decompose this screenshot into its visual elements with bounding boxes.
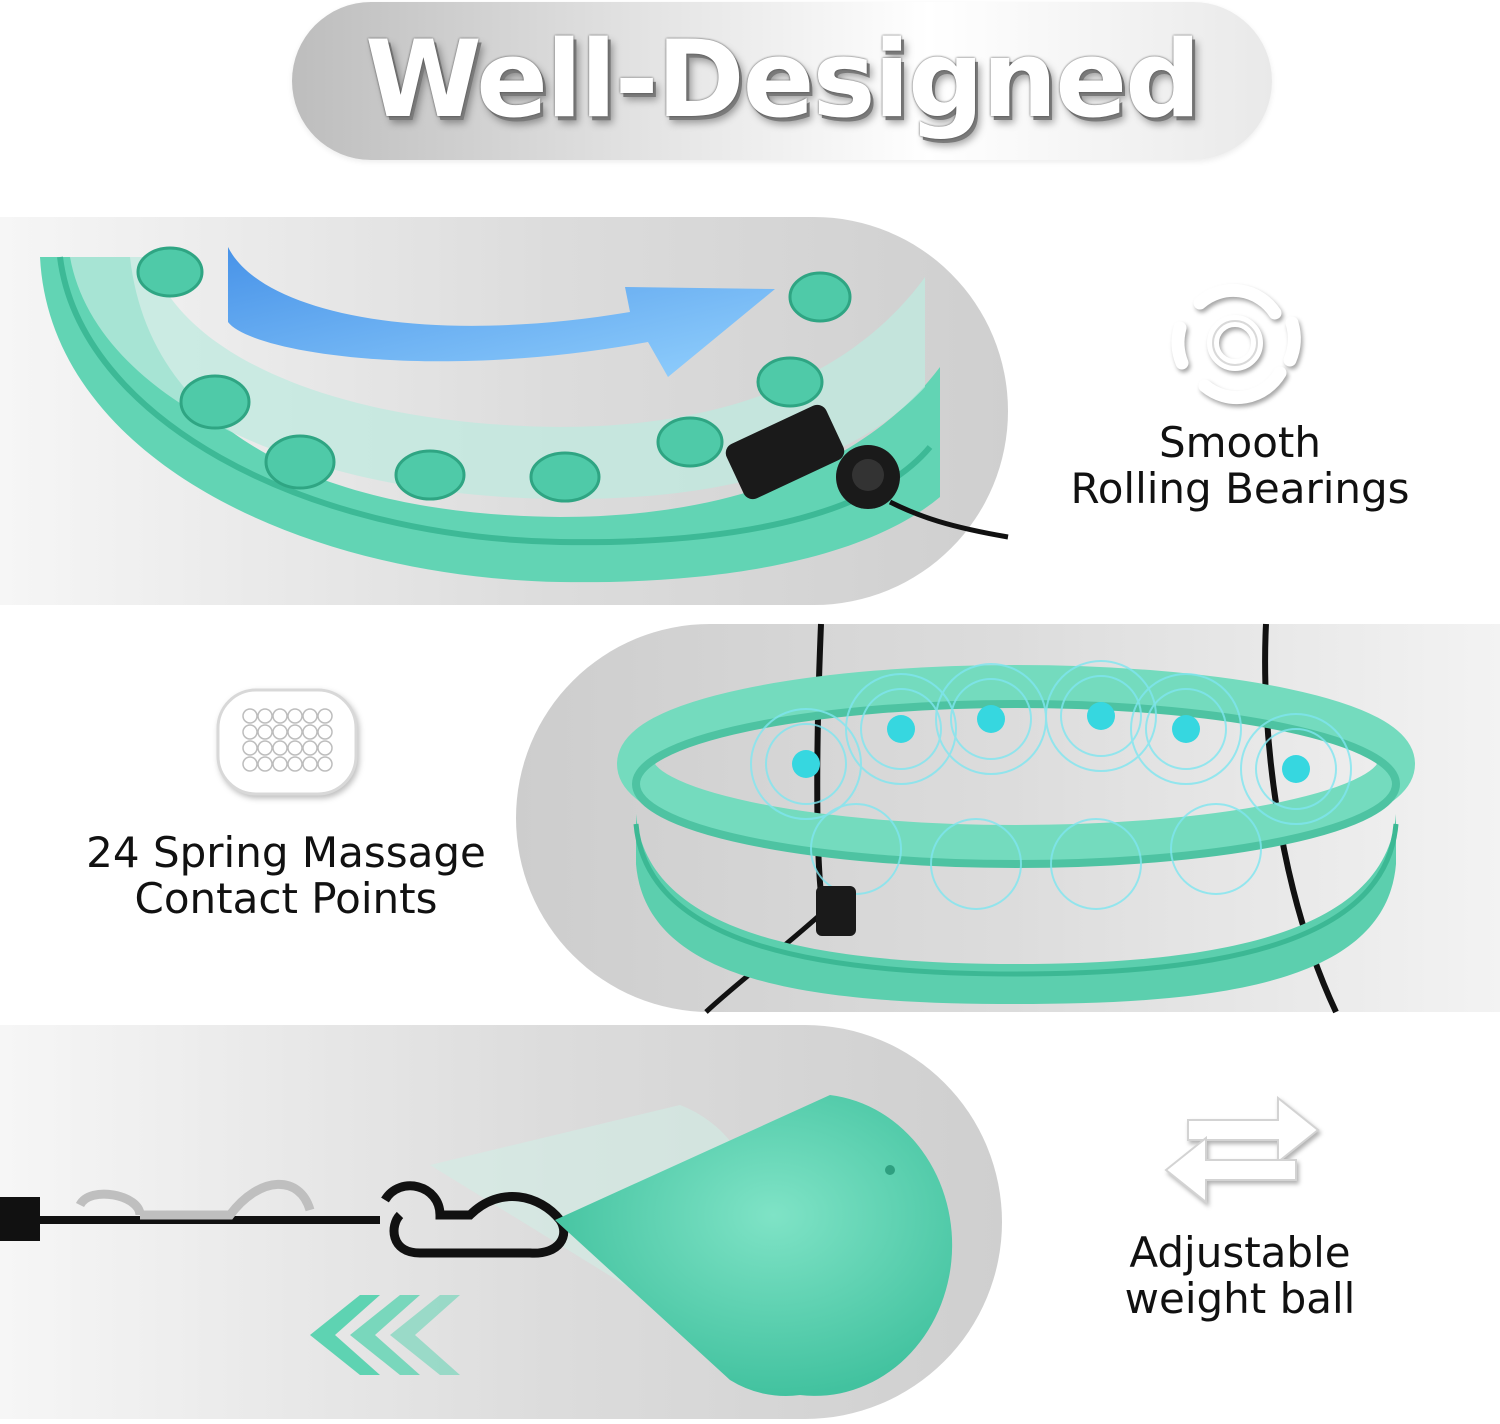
- feature-label-line: Adjustable: [1129, 1228, 1351, 1277]
- feature-label-line: 24 Spring Massage: [86, 828, 486, 877]
- feature-label-line: weight ball: [1124, 1274, 1356, 1323]
- weight-ball-illustration: [0, 1095, 953, 1396]
- page-title: Well-Designed: [364, 17, 1201, 141]
- feature-label-line: Contact Points: [134, 874, 438, 923]
- weight-ball-image-panel: [0, 1025, 1002, 1419]
- massage-dots-icon: [214, 686, 360, 798]
- massage-image-panel: [516, 623, 1500, 1014]
- title-banner: [292, 2, 1272, 160]
- feature-label-bearings: Smooth Rolling Bearings: [1030, 420, 1450, 512]
- bearings-image-panel: [0, 217, 1009, 605]
- feature-label-massage: 24 Spring Massage Contact Points: [40, 830, 532, 922]
- feature-label-weight-ball: Adjustable weight ball: [1040, 1230, 1440, 1322]
- rotate-arrows-icon: [1160, 268, 1310, 418]
- feature-label-line: Rolling Bearings: [1070, 464, 1410, 513]
- hoop-massage-illustration: [617, 623, 1415, 1014]
- feature-label-line: Smooth: [1158, 418, 1322, 467]
- hoop-bearings-illustration: [40, 246, 1009, 583]
- swap-arrows-icon: [1158, 1080, 1326, 1210]
